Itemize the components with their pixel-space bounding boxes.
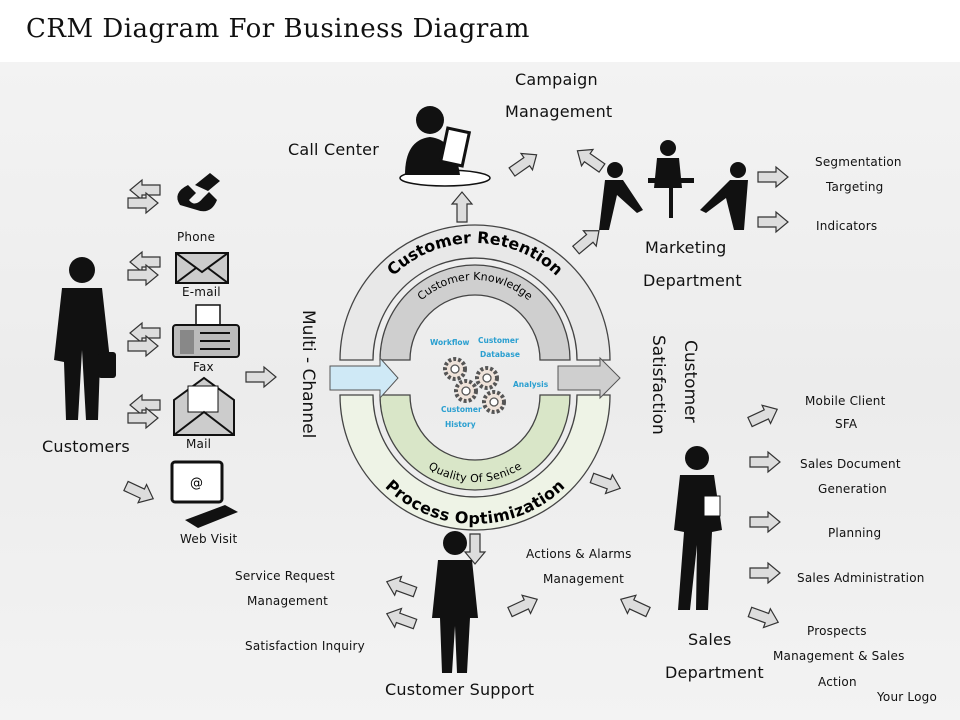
sales-item: Management & Sales bbox=[773, 649, 905, 663]
arrow-from-marketing bbox=[571, 142, 609, 177]
output-arrow bbox=[557, 356, 621, 400]
arrow-segmentation bbox=[757, 166, 789, 188]
ring-customer-knowledge bbox=[379, 264, 571, 361]
marketing-meeting-silhouette bbox=[599, 140, 748, 230]
sales-item: Planning bbox=[828, 526, 882, 540]
label-targeting: Targeting bbox=[826, 180, 884, 194]
sales-item: Sales Document bbox=[800, 457, 901, 471]
sales-item: Prospects bbox=[807, 624, 867, 638]
arrow-to-support bbox=[464, 533, 486, 565]
double-arrow-phone bbox=[127, 179, 161, 214]
label-multi-channel: Multi - Channel bbox=[298, 310, 318, 439]
label-email: E-mail bbox=[182, 285, 221, 299]
arrow-to-campaign bbox=[505, 146, 543, 181]
arrow-prospects bbox=[745, 602, 783, 633]
label-customers: Customers bbox=[42, 437, 130, 456]
label-actions-1: Actions & Alarms bbox=[526, 547, 632, 561]
arrow-planning bbox=[749, 511, 781, 533]
label-actions-2: Management bbox=[543, 572, 625, 586]
label-fax: Fax bbox=[193, 360, 214, 374]
double-arrow-fax bbox=[127, 322, 161, 357]
support-person-silhouette bbox=[432, 531, 478, 673]
arrow-indicators bbox=[757, 211, 789, 233]
core-analysis: Analysis bbox=[513, 380, 549, 389]
label-marketing-2: Department bbox=[643, 271, 742, 290]
label-service-1: Service Request bbox=[235, 569, 335, 583]
computer-icon: @ bbox=[170, 460, 238, 528]
arrow-service-request bbox=[382, 571, 420, 602]
double-arrow-email bbox=[127, 251, 161, 286]
label-satisfaction: Satisfaction bbox=[648, 335, 668, 435]
envelope-icon bbox=[175, 252, 229, 284]
core-database-1: Customer bbox=[478, 336, 519, 345]
label-customer: Customer bbox=[680, 340, 700, 423]
arrow-actions bbox=[505, 589, 543, 622]
call-center-agent-silhouette bbox=[399, 106, 491, 187]
label-segmentation: Segmentation bbox=[815, 155, 902, 169]
double-arrow-mail bbox=[127, 394, 161, 429]
label-web-visit: Web Visit bbox=[180, 532, 238, 546]
label-indicators: Indicators bbox=[816, 219, 878, 233]
sales-item: Action bbox=[818, 675, 857, 689]
label-phone: Phone bbox=[177, 230, 216, 244]
mail-icon bbox=[173, 376, 235, 436]
crm-cycle: Customer Retention Customer Knowledge Qu… bbox=[329, 224, 621, 531]
arrow-inquiry bbox=[382, 603, 420, 634]
core-workflow: Workflow bbox=[430, 338, 470, 347]
label-inquiry: Satisfaction Inquiry bbox=[245, 639, 365, 653]
label-marketing-1: Marketing bbox=[645, 238, 727, 257]
core-history-1: Customer bbox=[441, 405, 482, 414]
arrow-administration bbox=[749, 562, 781, 584]
arrow-to-sales bbox=[587, 468, 625, 499]
fax-icon bbox=[172, 304, 240, 358]
arrow-from-sales bbox=[615, 589, 653, 622]
core-database-2: Database bbox=[480, 350, 520, 359]
label-service-2: Management bbox=[247, 594, 329, 608]
arrow-to-call-center bbox=[451, 191, 473, 223]
arrow-web bbox=[121, 476, 159, 509]
arrow-documents bbox=[749, 451, 781, 473]
arrow-mobile bbox=[745, 399, 783, 432]
background-band bbox=[0, 62, 960, 720]
label-customer-support: Customer Support bbox=[385, 680, 535, 699]
input-arrow bbox=[329, 356, 399, 400]
sales-person-silhouette bbox=[674, 446, 722, 610]
label-call-center: Call Center bbox=[288, 140, 380, 159]
ring-customer-retention bbox=[339, 224, 611, 361]
logo-placeholder: Your Logo bbox=[877, 690, 938, 704]
svg-text:@: @ bbox=[190, 476, 203, 491]
label-sales-2: Department bbox=[665, 663, 764, 682]
ring-quality-of-service bbox=[379, 394, 571, 491]
label-campaign-2: Management bbox=[505, 102, 613, 121]
phone-icon bbox=[177, 173, 220, 212]
ring-process-optimization bbox=[339, 394, 611, 531]
sales-item: Mobile Client bbox=[805, 394, 886, 408]
sales-item: Generation bbox=[818, 482, 887, 496]
label-mail: Mail bbox=[186, 437, 212, 451]
label-campaign-1: Campaign bbox=[515, 70, 598, 89]
sales-item: SFA bbox=[835, 417, 858, 431]
customer-silhouette bbox=[54, 257, 116, 420]
arrow-to-multichannel bbox=[245, 366, 277, 388]
sales-item: Sales Administration bbox=[797, 571, 925, 585]
core-history-2: History bbox=[445, 420, 476, 429]
gears-icon bbox=[443, 357, 506, 414]
label-sales-1: Sales bbox=[688, 630, 732, 649]
page-title: CRM Diagram For Business Diagram bbox=[26, 14, 530, 44]
